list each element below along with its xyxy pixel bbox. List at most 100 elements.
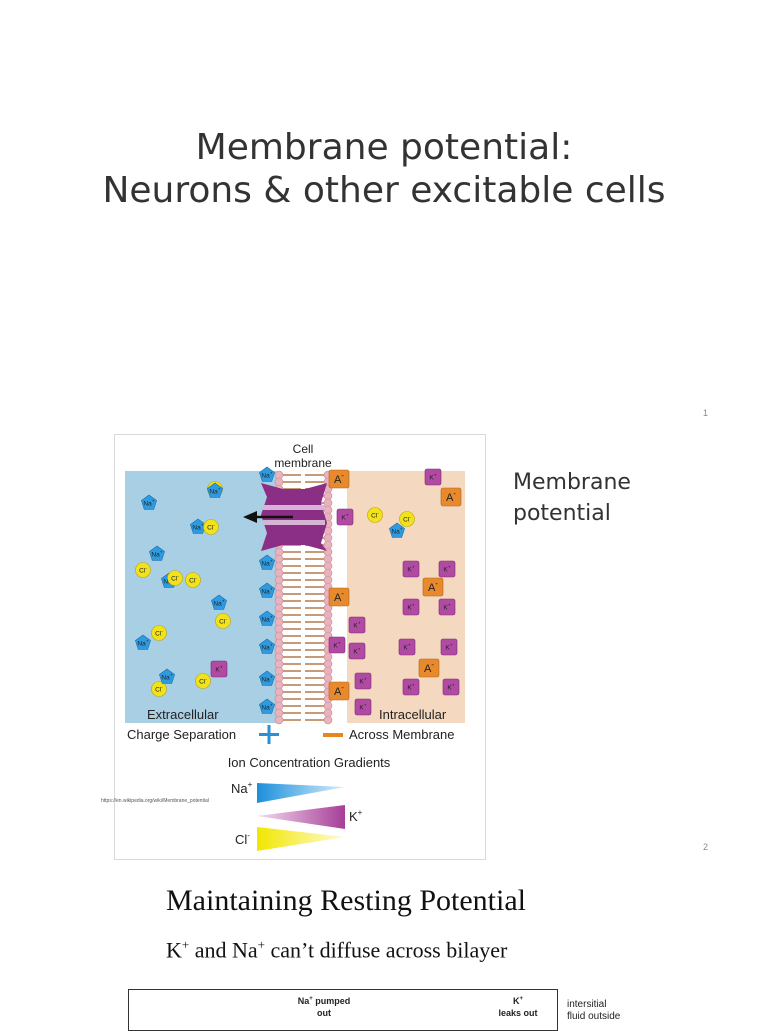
potassium-gradient (257, 805, 345, 829)
sodium-ion: Na+ (259, 698, 275, 714)
sodium-ion: Na+ (259, 466, 275, 482)
ion-flow-arrow (243, 511, 293, 523)
svg-text:Cl-: Cl- (207, 523, 215, 531)
slide1-page-number: 1 (703, 408, 709, 418)
ion-markers: Na+Na+Na+Na+Na+Na+Cl-Cl-Cl-Cl-Cl-Cl-Cl-C… (135, 466, 462, 716)
ion-channel (261, 483, 327, 551)
slide2-title-line1: Membrane (513, 470, 631, 495)
svg-text:Cl-: Cl- (139, 566, 147, 574)
anion: A- (328, 681, 350, 701)
cell-membrane-label-line2: membrane (274, 456, 332, 470)
potassium-ion: K+ (402, 678, 420, 696)
sodium-ion: Na+ (259, 670, 275, 686)
chloride-ion: Cl- (215, 613, 231, 629)
sodium-ion: Na+ (389, 522, 405, 538)
svg-text:Na+: Na+ (137, 639, 148, 647)
svg-text:Na+: Na+ (143, 499, 154, 507)
chloride-ion: Cl- (135, 562, 151, 578)
svg-text:K+: K+ (443, 565, 450, 573)
svg-text:K+: K+ (407, 565, 414, 573)
svg-text:K+: K+ (333, 641, 340, 649)
svg-text:A-: A- (424, 660, 434, 675)
potassium-ion: K+ (328, 636, 346, 654)
potassium-ion: K+ (438, 560, 456, 578)
svg-text:Na+: Na+ (261, 615, 272, 623)
chloride-gradient (257, 827, 345, 851)
potassium-ion: K+ (398, 638, 416, 656)
potassium-ion: K+ (210, 660, 228, 678)
svg-text:K+: K+ (407, 603, 414, 611)
svg-text:Na+: Na+ (261, 703, 272, 711)
slide1-title: Membrane potential: Neurons & other exci… (0, 126, 768, 212)
sodium-ion: Na+ (211, 594, 227, 610)
svg-text:K+: K+ (447, 683, 454, 691)
sodium-ion: Na+ (259, 554, 275, 570)
svg-text:Cl-: Cl- (189, 576, 197, 584)
slide2-page-number: 2 (703, 842, 709, 852)
potassium-ion: K+ (442, 678, 460, 696)
slide2-title-line2: potential (513, 501, 611, 526)
slide3-title: Maintaining Resting Potential (166, 884, 526, 917)
svg-text:A-: A- (334, 683, 344, 698)
across-membrane-label: Across Membrane (349, 727, 454, 742)
sodium-ion: Na+ (207, 482, 223, 498)
sodium-ion: Na+ (141, 494, 157, 510)
svg-text:Na+: Na+ (391, 527, 402, 535)
source-citation[interactable]: https://en.wikipedia.org/wiki/Membrane_p… (101, 798, 209, 804)
potassium-ion: K+ (424, 468, 442, 486)
membrane-potential-figure: Na+Na+Na+Na+Na+Na+Cl-Cl-Cl-Cl-Cl-Cl-Cl-C… (114, 434, 486, 860)
chloride-ion: Cl- (203, 519, 219, 535)
extracellular-label: Extracellular (147, 707, 219, 722)
sodium-ion: Na+ (259, 638, 275, 654)
potassium-leaks-out-label: K+leaks out (498, 996, 538, 1018)
anion: A- (422, 577, 444, 597)
svg-text:K+: K+ (359, 677, 366, 685)
svg-text:K+: K+ (215, 665, 222, 673)
svg-text:K+: K+ (445, 643, 452, 651)
svg-text:A-: A- (334, 589, 344, 604)
svg-text:Na+: Na+ (261, 587, 272, 595)
svg-text:Na+: Na+ (261, 675, 272, 683)
svg-text:K+: K+ (407, 683, 414, 691)
svg-text:Cl-: Cl- (371, 511, 379, 519)
anion: A- (440, 487, 462, 507)
sodium-ion: Na+ (259, 610, 275, 626)
svg-text:K+: K+ (429, 473, 436, 481)
cell-membrane-label-line1: Cell (293, 442, 314, 456)
svg-text:K+: K+ (359, 703, 366, 711)
potassium-ion: K+ (348, 642, 366, 660)
potassium-ion: K+ (348, 616, 366, 634)
gradient-k-label: K+ (349, 808, 363, 824)
svg-text:K+: K+ (403, 643, 410, 651)
svg-text:Cl-: Cl- (171, 574, 179, 582)
anion: A- (328, 469, 350, 489)
svg-text:K+: K+ (353, 647, 360, 655)
chloride-ion: Cl- (195, 673, 211, 689)
svg-text:A-: A- (334, 471, 344, 486)
sodium-gradient (257, 783, 345, 803)
sodium-ion: Na+ (149, 545, 165, 561)
slide3-subtitle: K+ and Na+ can’t diffuse across bilayer (166, 937, 508, 963)
svg-text:Na+: Na+ (261, 643, 272, 651)
potassium-ion: K+ (440, 638, 458, 656)
membrane-figure-svg: Na+Na+Na+Na+Na+Na+Cl-Cl-Cl-Cl-Cl-Cl-Cl-C… (125, 442, 465, 851)
slide2-title: Membrane potential (513, 467, 631, 529)
chloride-ion: Cl- (367, 507, 383, 523)
chloride-ion: Cl- (185, 572, 201, 588)
chloride-ion: Cl- (151, 681, 167, 697)
sodium-ion: Na+ (190, 518, 206, 534)
potassium-ion: K+ (336, 508, 354, 526)
svg-text:K+: K+ (353, 621, 360, 629)
minus-symbol (323, 733, 343, 737)
anion: A- (328, 587, 350, 607)
gradients-title: Ion Concentration Gradients (228, 755, 391, 770)
svg-text:Cl-: Cl- (199, 677, 207, 685)
svg-text:Cl-: Cl- (219, 617, 227, 625)
svg-text:K+: K+ (443, 603, 450, 611)
slide1-title-line1: Membrane potential: (195, 127, 573, 168)
sodium-ion: Na+ (159, 668, 175, 684)
svg-text:Na+: Na+ (192, 523, 203, 531)
gradient-cl-label: Cl- (235, 831, 250, 847)
